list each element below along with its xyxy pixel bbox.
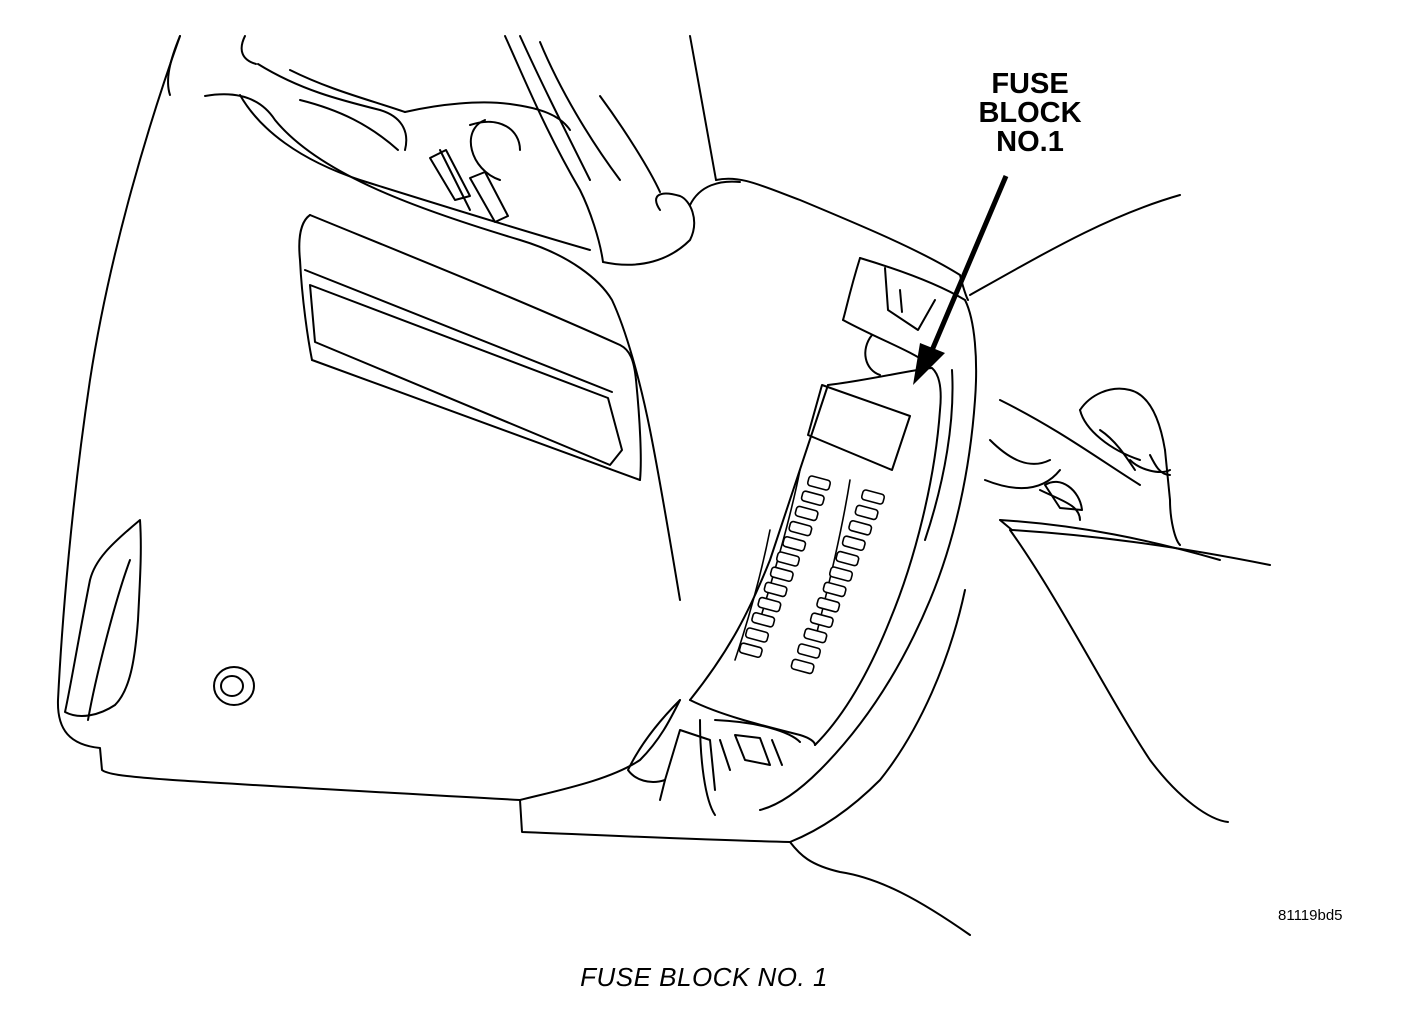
fuse-slot <box>790 658 815 675</box>
right-side-structure <box>969 194 1271 823</box>
fuse-slot <box>835 550 860 567</box>
fuse-slot <box>763 581 788 598</box>
fuse-block-callout-label: FUSE BLOCK NO.1 <box>960 70 1100 157</box>
fuse-slot <box>788 520 813 537</box>
figure-caption: FUSE BLOCK NO. 1 <box>580 962 828 992</box>
fuse-slot <box>848 519 873 536</box>
fuse-slot <box>769 566 794 583</box>
callout-line: BLOCK <box>978 97 1082 129</box>
fuse-slot <box>751 611 776 628</box>
fuse-column-left <box>738 475 832 659</box>
fuse-slot <box>860 489 886 505</box>
callout-line: NO.1 <box>996 126 1064 158</box>
fuse-block <box>689 257 978 811</box>
fuse-slot <box>816 596 841 613</box>
fuse-slot <box>782 535 807 552</box>
fuse-slot <box>828 566 854 582</box>
fuse-column-right <box>790 489 886 675</box>
fuse-slot <box>854 504 879 521</box>
fuse-slot <box>744 627 770 643</box>
instrument-panel <box>56 35 971 936</box>
fuse-slot <box>796 643 822 659</box>
fuse-slot <box>803 627 828 644</box>
fuse-slot <box>841 535 866 552</box>
callout-line: FUSE <box>991 68 1069 100</box>
fuse-slot <box>822 581 847 598</box>
fuse-slot <box>794 505 819 522</box>
fuse-slot <box>800 490 825 507</box>
figure-reference-code: 81119bd5 <box>1278 907 1343 924</box>
fuse-slot <box>806 475 832 491</box>
fuse-slot <box>757 596 782 613</box>
callout-arrow <box>913 175 1009 385</box>
fuse-slot <box>775 551 801 567</box>
fuse-slot <box>738 642 763 659</box>
fuse-slot <box>809 612 834 629</box>
lower-connector <box>627 699 801 816</box>
